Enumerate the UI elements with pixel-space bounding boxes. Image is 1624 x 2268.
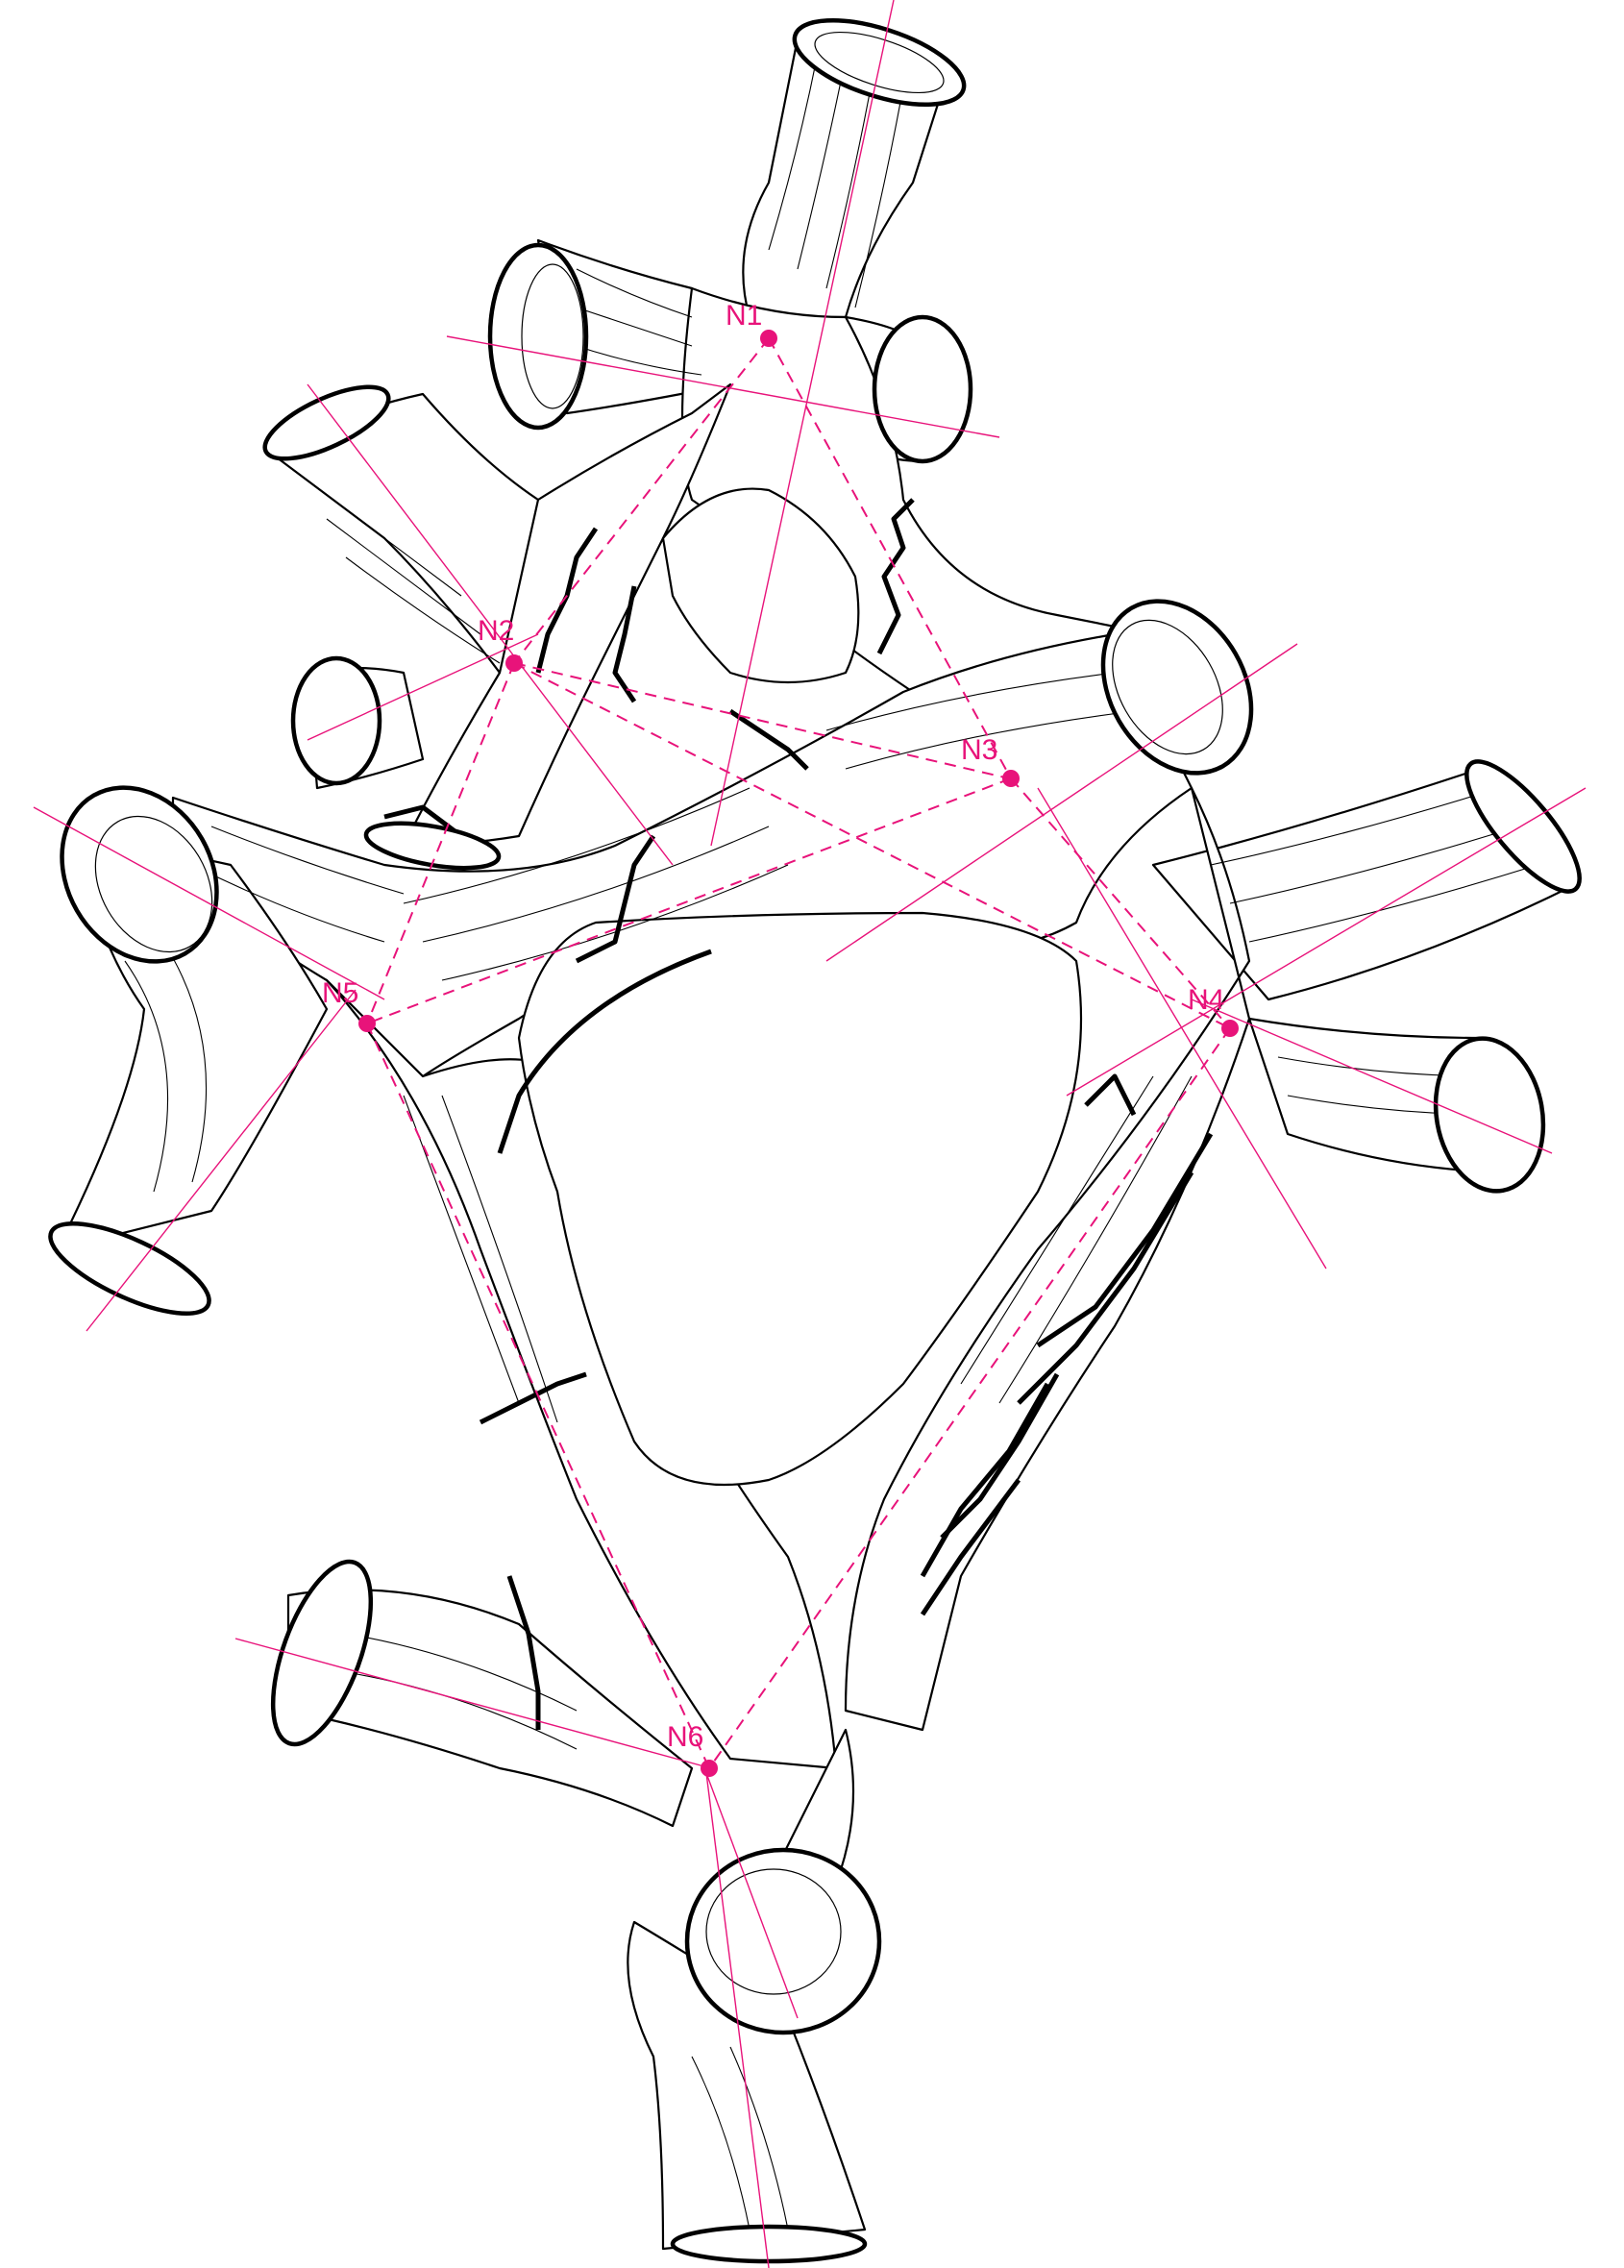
- opening-n4-lower: [1433, 1036, 1546, 1194]
- opening-n1-right: [872, 314, 973, 464]
- connection-n2-n5: [366, 662, 515, 1024]
- node-n1-label: N1: [726, 300, 762, 332]
- opening-n4-upper: [1464, 759, 1582, 894]
- axis-line-n4-diagonal: [1066, 787, 1587, 1097]
- node-n3-label: N3: [961, 734, 997, 766]
- upper-void: [661, 487, 860, 684]
- node-n2-label: N2: [478, 615, 514, 647]
- node-n6-label: N6: [667, 1721, 703, 1753]
- opening-n6-front: [684, 1847, 882, 2035]
- opening-n6-bottom: [670, 2224, 868, 2264]
- opening-n1-left: [487, 242, 589, 431]
- opening-n1-top: [792, 17, 967, 108]
- axis-line-n4-cross: [1191, 998, 1553, 1154]
- axis-line-n2-cross: [307, 633, 539, 741]
- node-n5-dot: [358, 1015, 376, 1032]
- opening-n5-lower: [48, 1220, 211, 1317]
- axis-line-n6-horizontal: [234, 1638, 712, 1769]
- node-n5-label: N5: [322, 977, 358, 1009]
- node-n4-dot: [1221, 1020, 1239, 1037]
- axis-line-n3-diagonal: [825, 643, 1298, 962]
- node-n4-label: N4: [1188, 984, 1224, 1016]
- node-n3-dot: [1002, 770, 1020, 787]
- opening-n5-upper: [60, 785, 219, 964]
- opening-n2-lower: [363, 821, 502, 871]
- node-n6: N6: [667, 1721, 718, 1777]
- axis-line-n5-cross: [86, 989, 357, 1332]
- node-n4: N4: [1188, 984, 1239, 1037]
- connection-n3-n4: [1010, 777, 1231, 1029]
- node-markers: N1 N2 N3 N4 N5 N6: [322, 300, 1239, 1777]
- connection-n1-n2: [513, 337, 770, 664]
- central-void: [517, 911, 1083, 1487]
- node-n5: N5: [322, 977, 376, 1032]
- connection-n5-n6: [366, 1023, 710, 1769]
- axis-line-n5-diagonal: [33, 806, 385, 1000]
- connection-n1-n3: [768, 337, 1012, 779]
- axis-line-n1-vertical: [710, 0, 895, 847]
- opening-n2-upper: [262, 384, 391, 461]
- opening-n2-left: [290, 655, 382, 786]
- connection-n2-n3: [513, 662, 1010, 779]
- node-n2-dot: [505, 654, 523, 672]
- axis-line-n6-diagonal: [705, 1772, 799, 2019]
- node-n1-dot: [760, 330, 777, 347]
- connection-n4-n6: [708, 1027, 1231, 1769]
- axis-line-n3-cross: [1037, 787, 1327, 1270]
- node-n6-dot: [701, 1760, 718, 1777]
- opening-n6-left: [270, 1559, 374, 1747]
- node-n1: N1: [726, 300, 777, 347]
- node-connections: [366, 337, 1231, 1769]
- axis-lines: [33, 0, 1587, 2268]
- axis-line-n2-diagonal: [307, 383, 674, 866]
- node-n2: N2: [478, 615, 523, 672]
- node-n3: N3: [961, 734, 1020, 787]
- axis-line-n1-horizontal: [446, 335, 1000, 438]
- axis-line-n6-vertical: [705, 1772, 770, 2268]
- tube-n5-to-n3: [171, 632, 1193, 1078]
- tube-n4-to-n6: [844, 786, 1251, 1732]
- tube-openings: [48, 17, 1582, 2264]
